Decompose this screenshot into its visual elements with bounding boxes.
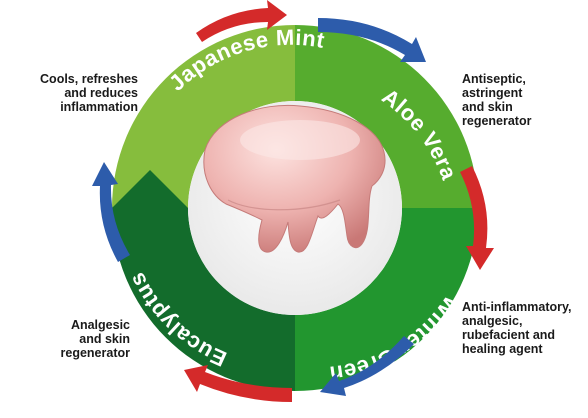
- description-japanese-mint: Cools, refreshes and reduces inflammatio…: [18, 72, 138, 114]
- description-winter-green: Anti-inflammatory, analgesic, rubefacien…: [462, 300, 586, 356]
- description-aloe-vera: Antiseptic, astringent and skin regenera…: [462, 72, 582, 128]
- description-eucalyptus: Analgesic and skin regenerator: [10, 318, 130, 360]
